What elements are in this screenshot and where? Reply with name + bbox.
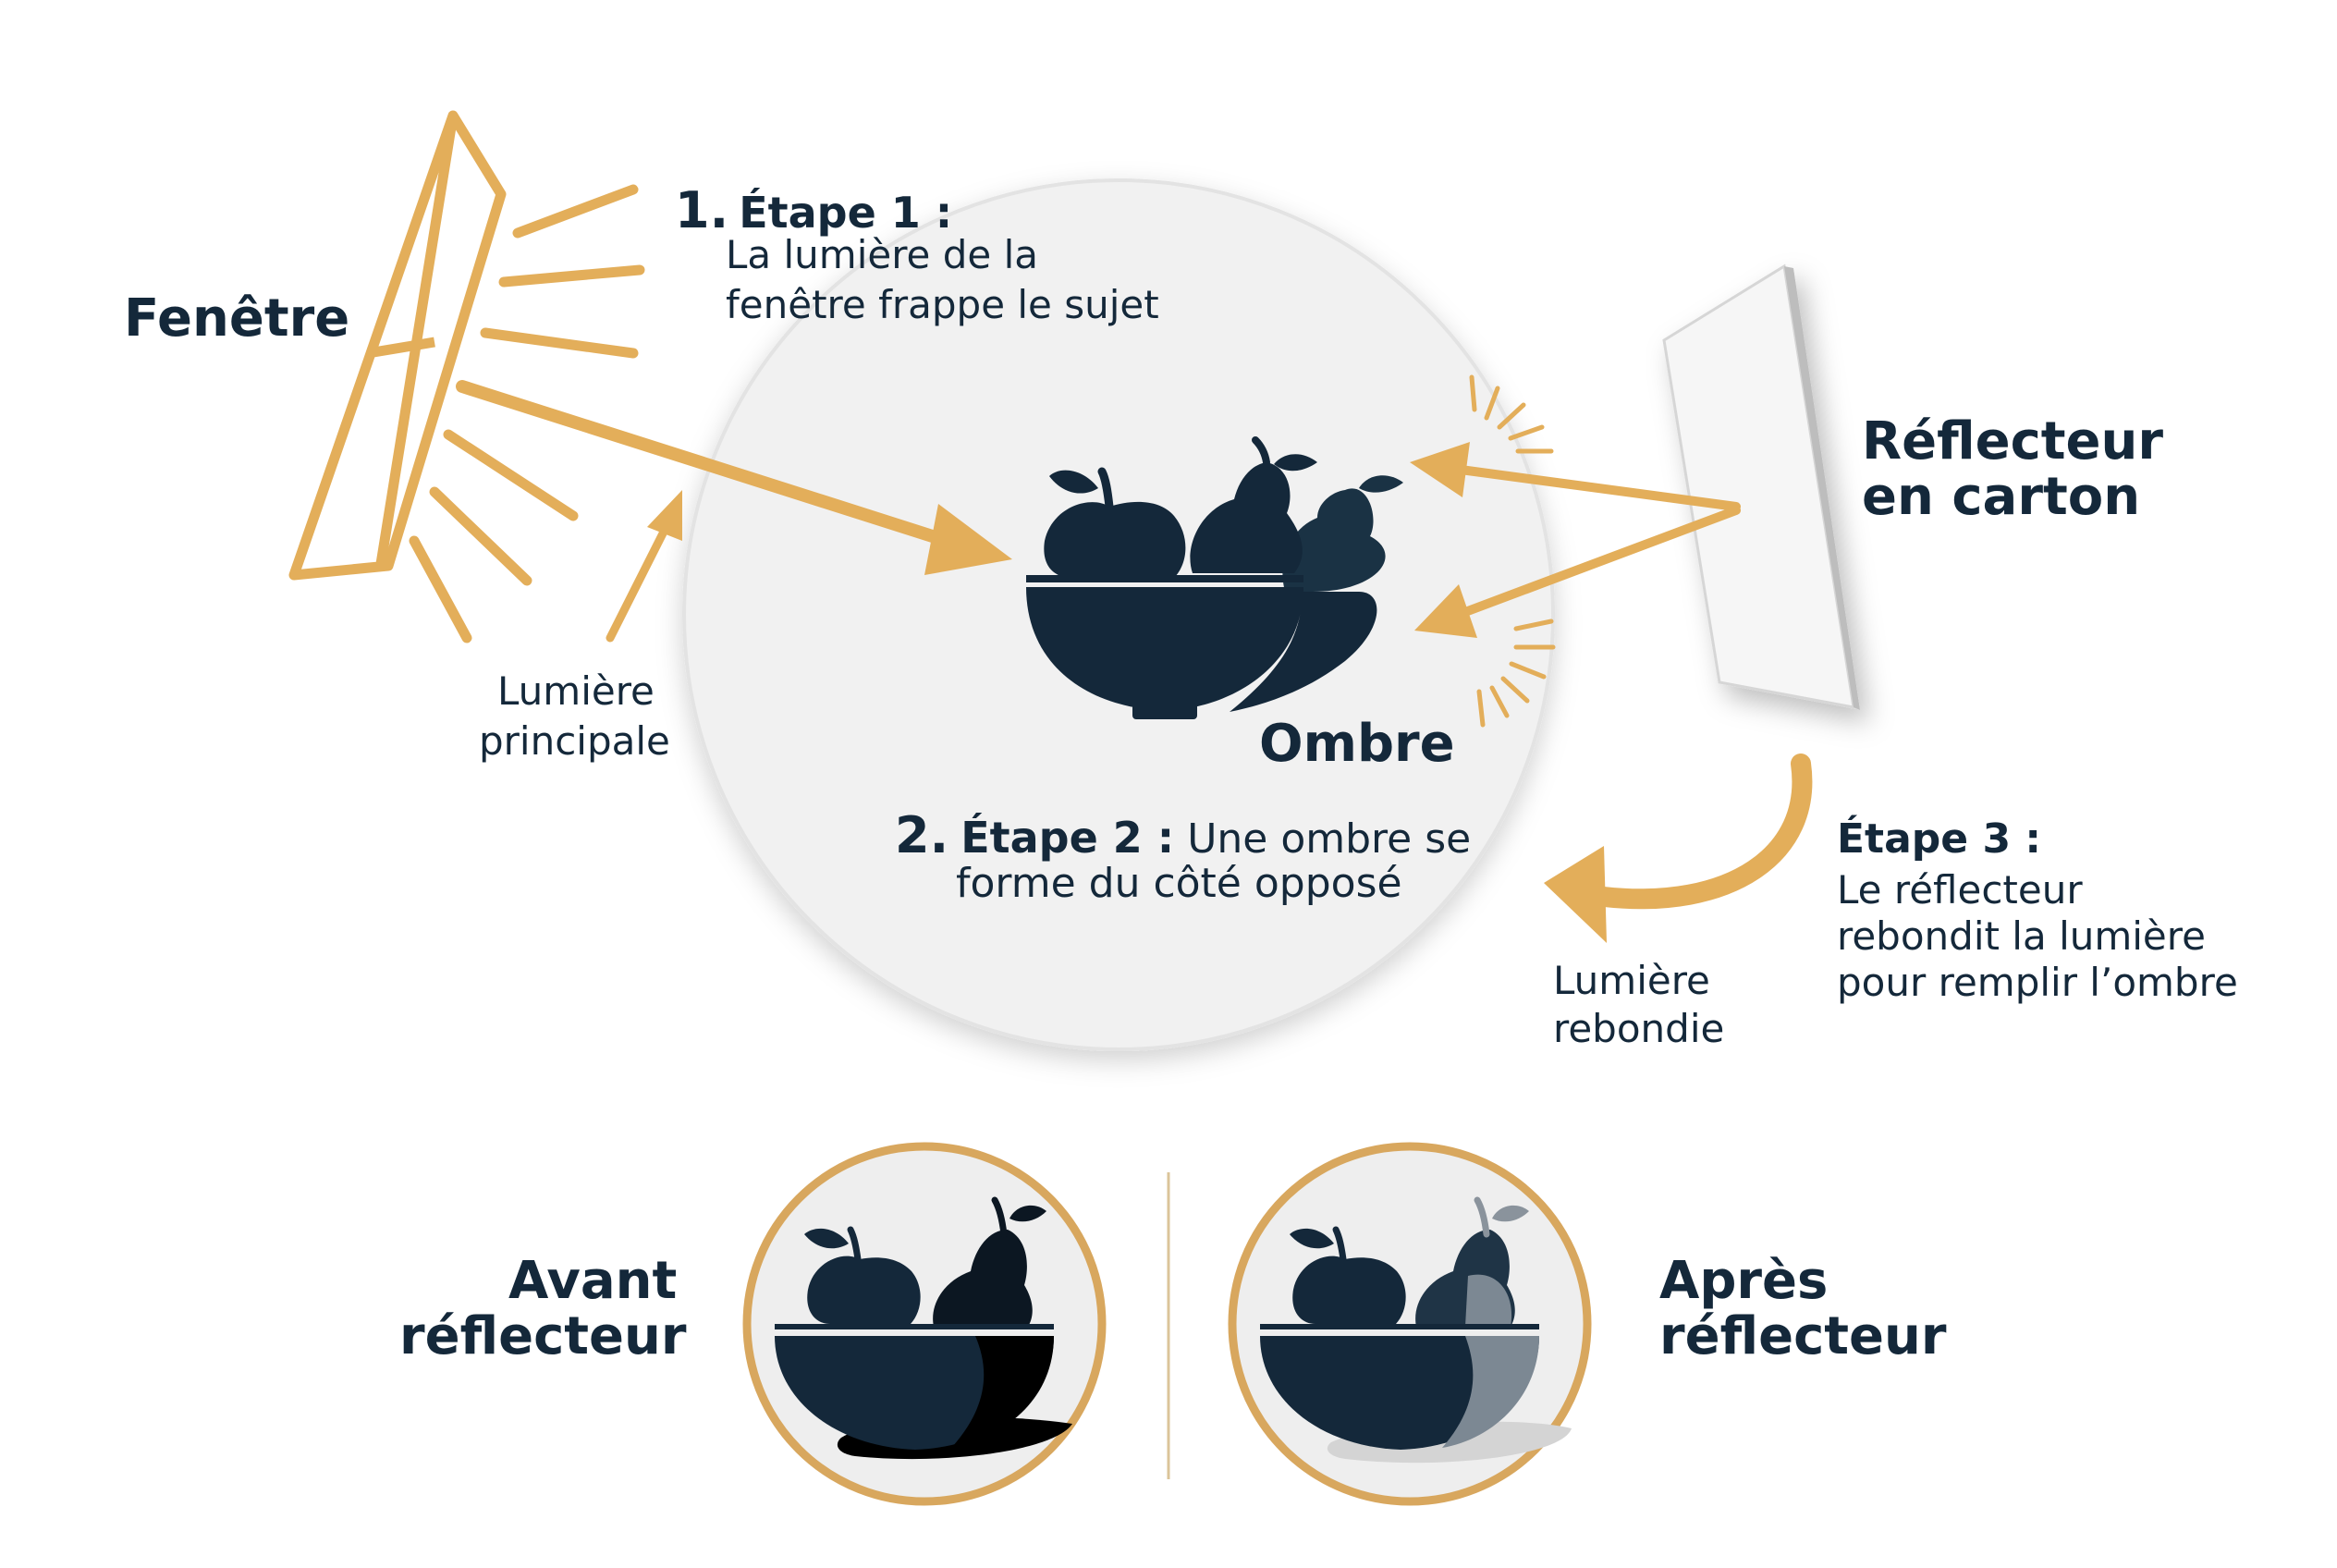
main-light-label-arrow — [606, 490, 682, 643]
step3-line2: rebondit la lumière — [1837, 913, 2206, 959]
step1-title: Étape 1 : — [739, 188, 953, 238]
bounced-light-arrow — [1544, 753, 1813, 943]
reflector-board-icon — [1662, 263, 1860, 710]
reflected-light-arrows — [1410, 442, 1741, 638]
after-label-line1: Après — [1659, 1251, 1829, 1311]
main-light-arrow — [456, 380, 1012, 575]
step1-line1: La lumière de la — [726, 232, 1038, 277]
after-label-line2: réflecteur — [1659, 1306, 1947, 1366]
step3-title: Étape 3 : — [1837, 815, 2041, 863]
before-label-line1: Avant — [508, 1251, 678, 1311]
main-light-label-line1: Lumière — [497, 668, 655, 714]
main-light-label-line2: principale — [479, 718, 670, 764]
step2-title: Étape 2 : — [960, 813, 1175, 863]
light-rays — [409, 184, 645, 643]
sparkle-burst-bottom — [1476, 619, 1556, 728]
bounced-light-label-line1: Lumière — [1553, 958, 1710, 1003]
shadow-label: Ombre — [1259, 714, 1455, 774]
bounced-light-label-line2: rebondie — [1553, 1006, 1725, 1051]
window-icon — [288, 110, 507, 581]
step1-number: 1. — [675, 181, 729, 239]
step1-block: 1. Étape 1 : — [675, 181, 952, 239]
step3-line1: Le réflecteur — [1837, 867, 2083, 913]
reflector-label-line1: Réflecteur — [1862, 411, 2164, 472]
step2-line1: Une ombre se — [1174, 815, 1472, 863]
window-label: Fenêtre — [124, 288, 350, 349]
before-fruit-bowl-icon — [742, 1142, 1107, 1506]
step1-line2: fenêtre frappe le sujet — [726, 282, 1159, 327]
step2-line2: forme du côté opposé — [956, 860, 1402, 907]
step2-block: 2. Étape 2 : Une ombre se — [895, 806, 1471, 864]
after-fruit-bowl-icon — [1228, 1142, 1592, 1506]
step2-number: 2. — [895, 806, 949, 864]
sparkle-burst-top — [1469, 374, 1554, 454]
step3-line3: pour remplir l’ombre — [1837, 960, 2238, 1005]
before-label-line2: réflecteur — [399, 1306, 687, 1366]
reflector-label-line2: en carton — [1862, 467, 2141, 527]
fruit-bowl-icon — [1026, 436, 1403, 719]
